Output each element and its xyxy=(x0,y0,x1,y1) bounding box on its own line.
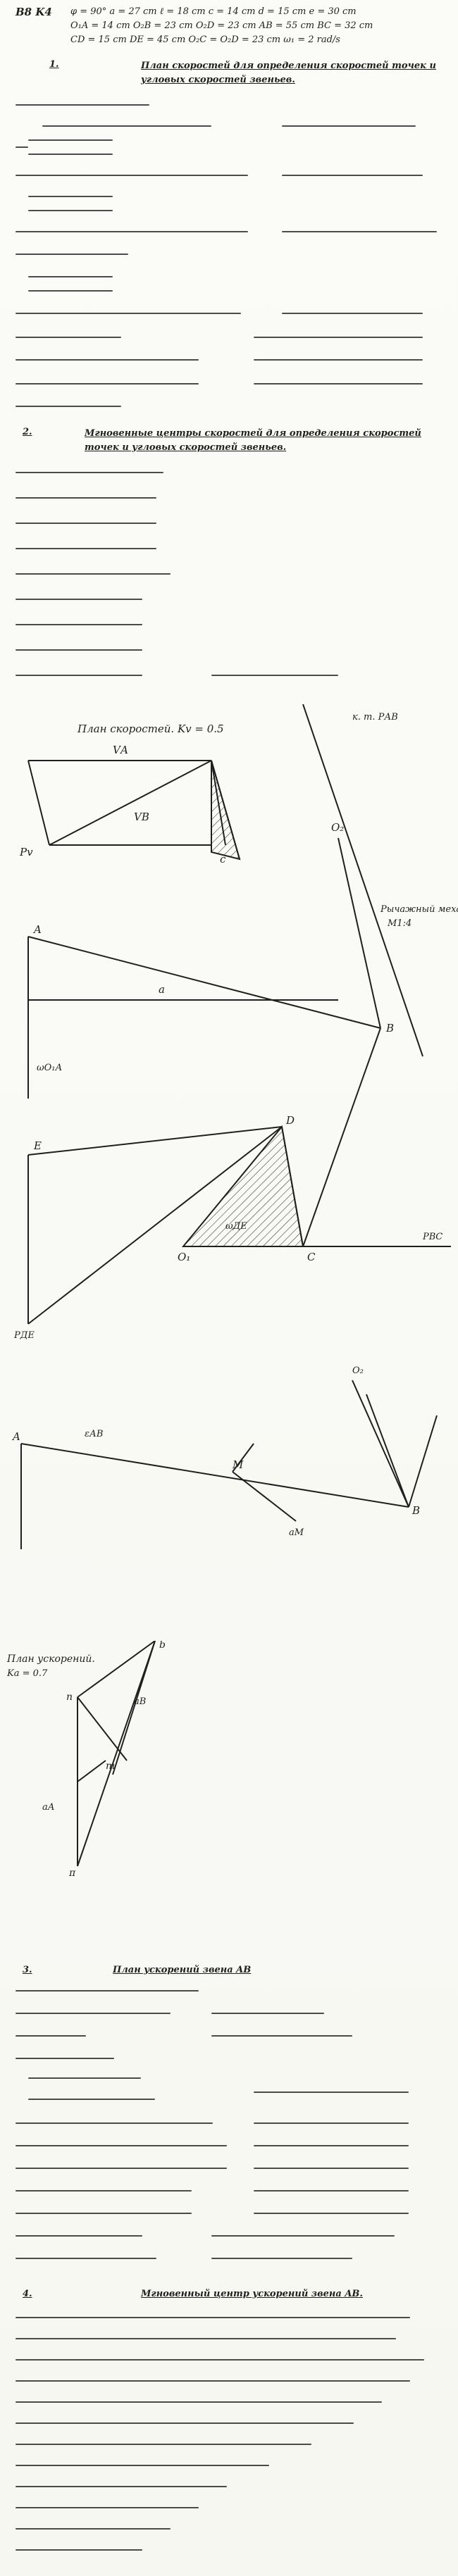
accel-plan-m-label: m xyxy=(106,1761,115,1772)
accel-plan-pi-label: π xyxy=(68,1868,76,1879)
velocity-plan-pv-label: Pv xyxy=(19,846,33,858)
section2-title: Мгновенные центры скоростей для определе… xyxy=(85,428,421,453)
acceleration-plan: План ускорений. Ka = 0.7 b n m π aB aА xyxy=(6,1641,166,1879)
params-line-1: φ = 90° a = 27 cm ℓ = 18 cm c = 14 cm d … xyxy=(70,6,357,17)
acceleration-diagram xyxy=(20,1380,438,1549)
accel-plan-n-label: n xyxy=(66,1692,73,1703)
section3-title: План ускорений звена AB xyxy=(113,1965,252,1975)
accel-diagram-b-label: B xyxy=(411,1504,420,1517)
params-line-2: O₁A = 14 cm O₂B = 23 cm O₂D = 23 cm AB =… xyxy=(70,20,373,31)
mechanism-top-marker: к. т. PАВ xyxy=(352,712,398,723)
velocity-plan-c-label: c xyxy=(220,853,226,865)
mechanism-e-point-label: E xyxy=(33,1139,42,1152)
mechanism-omega-de-label: ωДЕ xyxy=(225,1221,247,1232)
accel-diagram-eps-label: εАВ xyxy=(85,1429,103,1439)
section2-number: 2. xyxy=(23,427,32,437)
velocity-plan-va-label: VА xyxy=(113,744,128,756)
section1-number: 1. xyxy=(49,59,59,70)
mechanism-scale: M1:4 xyxy=(387,918,411,929)
accel-plan-ab-label: aB xyxy=(134,1696,146,1707)
mechanism-a-point-label: A xyxy=(32,923,42,936)
variant-label: B8 K4 xyxy=(16,6,52,18)
accel-diagram-a-label: A xyxy=(11,1430,20,1443)
section4-number: 4. xyxy=(23,2289,32,2299)
accel-diagram-am-label: aМ xyxy=(289,1527,304,1538)
accel-diagram-m-label: M xyxy=(232,1458,244,1471)
section1-title: План скоростей для определения скоростей… xyxy=(141,61,436,85)
mechanism-o1-label: O₁ xyxy=(178,1251,190,1263)
params-line-3: CD = 15 cm DE = 45 cm O₂C = O₂D = 23 cm … xyxy=(70,35,340,45)
accel-plan-caption: План ускорений. xyxy=(6,1653,95,1665)
velocity-plan xyxy=(27,760,241,861)
mechanism-pbc-label: PВС xyxy=(422,1232,442,1242)
accel-diagram-o2-label: O₂ xyxy=(352,1365,364,1376)
mechanism-pde-label: PДЕ xyxy=(13,1330,35,1341)
mechanism xyxy=(27,704,451,1325)
section3-number: 3. xyxy=(23,1965,32,1975)
mechanism-o2-label: O₂ xyxy=(331,821,344,834)
mechanism-c-point-label: C xyxy=(307,1251,316,1263)
accel-plan-aa-label: aА xyxy=(42,1802,55,1813)
mechanism-omega-o1a-label: ωО₁А xyxy=(37,1063,62,1073)
mechanism-dim-a-label: a xyxy=(159,983,165,996)
mechanism-caption: Рычажный механизм. xyxy=(380,904,458,915)
mechanism-drawing: План скоростей. Kv = 0.5 VА VB Pv c xyxy=(11,704,458,1549)
mechanism-b-point-label: B xyxy=(385,1022,394,1034)
accel-plan-b-label: b xyxy=(159,1641,166,1651)
accel-plan-scale: Ka = 0.7 xyxy=(6,1668,48,1679)
section4-title: Мгновенный центр ускорений звена AB. xyxy=(141,2289,363,2299)
velocity-plan-caption: План скоростей. Kv = 0.5 xyxy=(77,723,224,735)
velocity-plan-vb-label: VB xyxy=(134,811,149,823)
mechanism-d-point-label: D xyxy=(285,1114,295,1127)
